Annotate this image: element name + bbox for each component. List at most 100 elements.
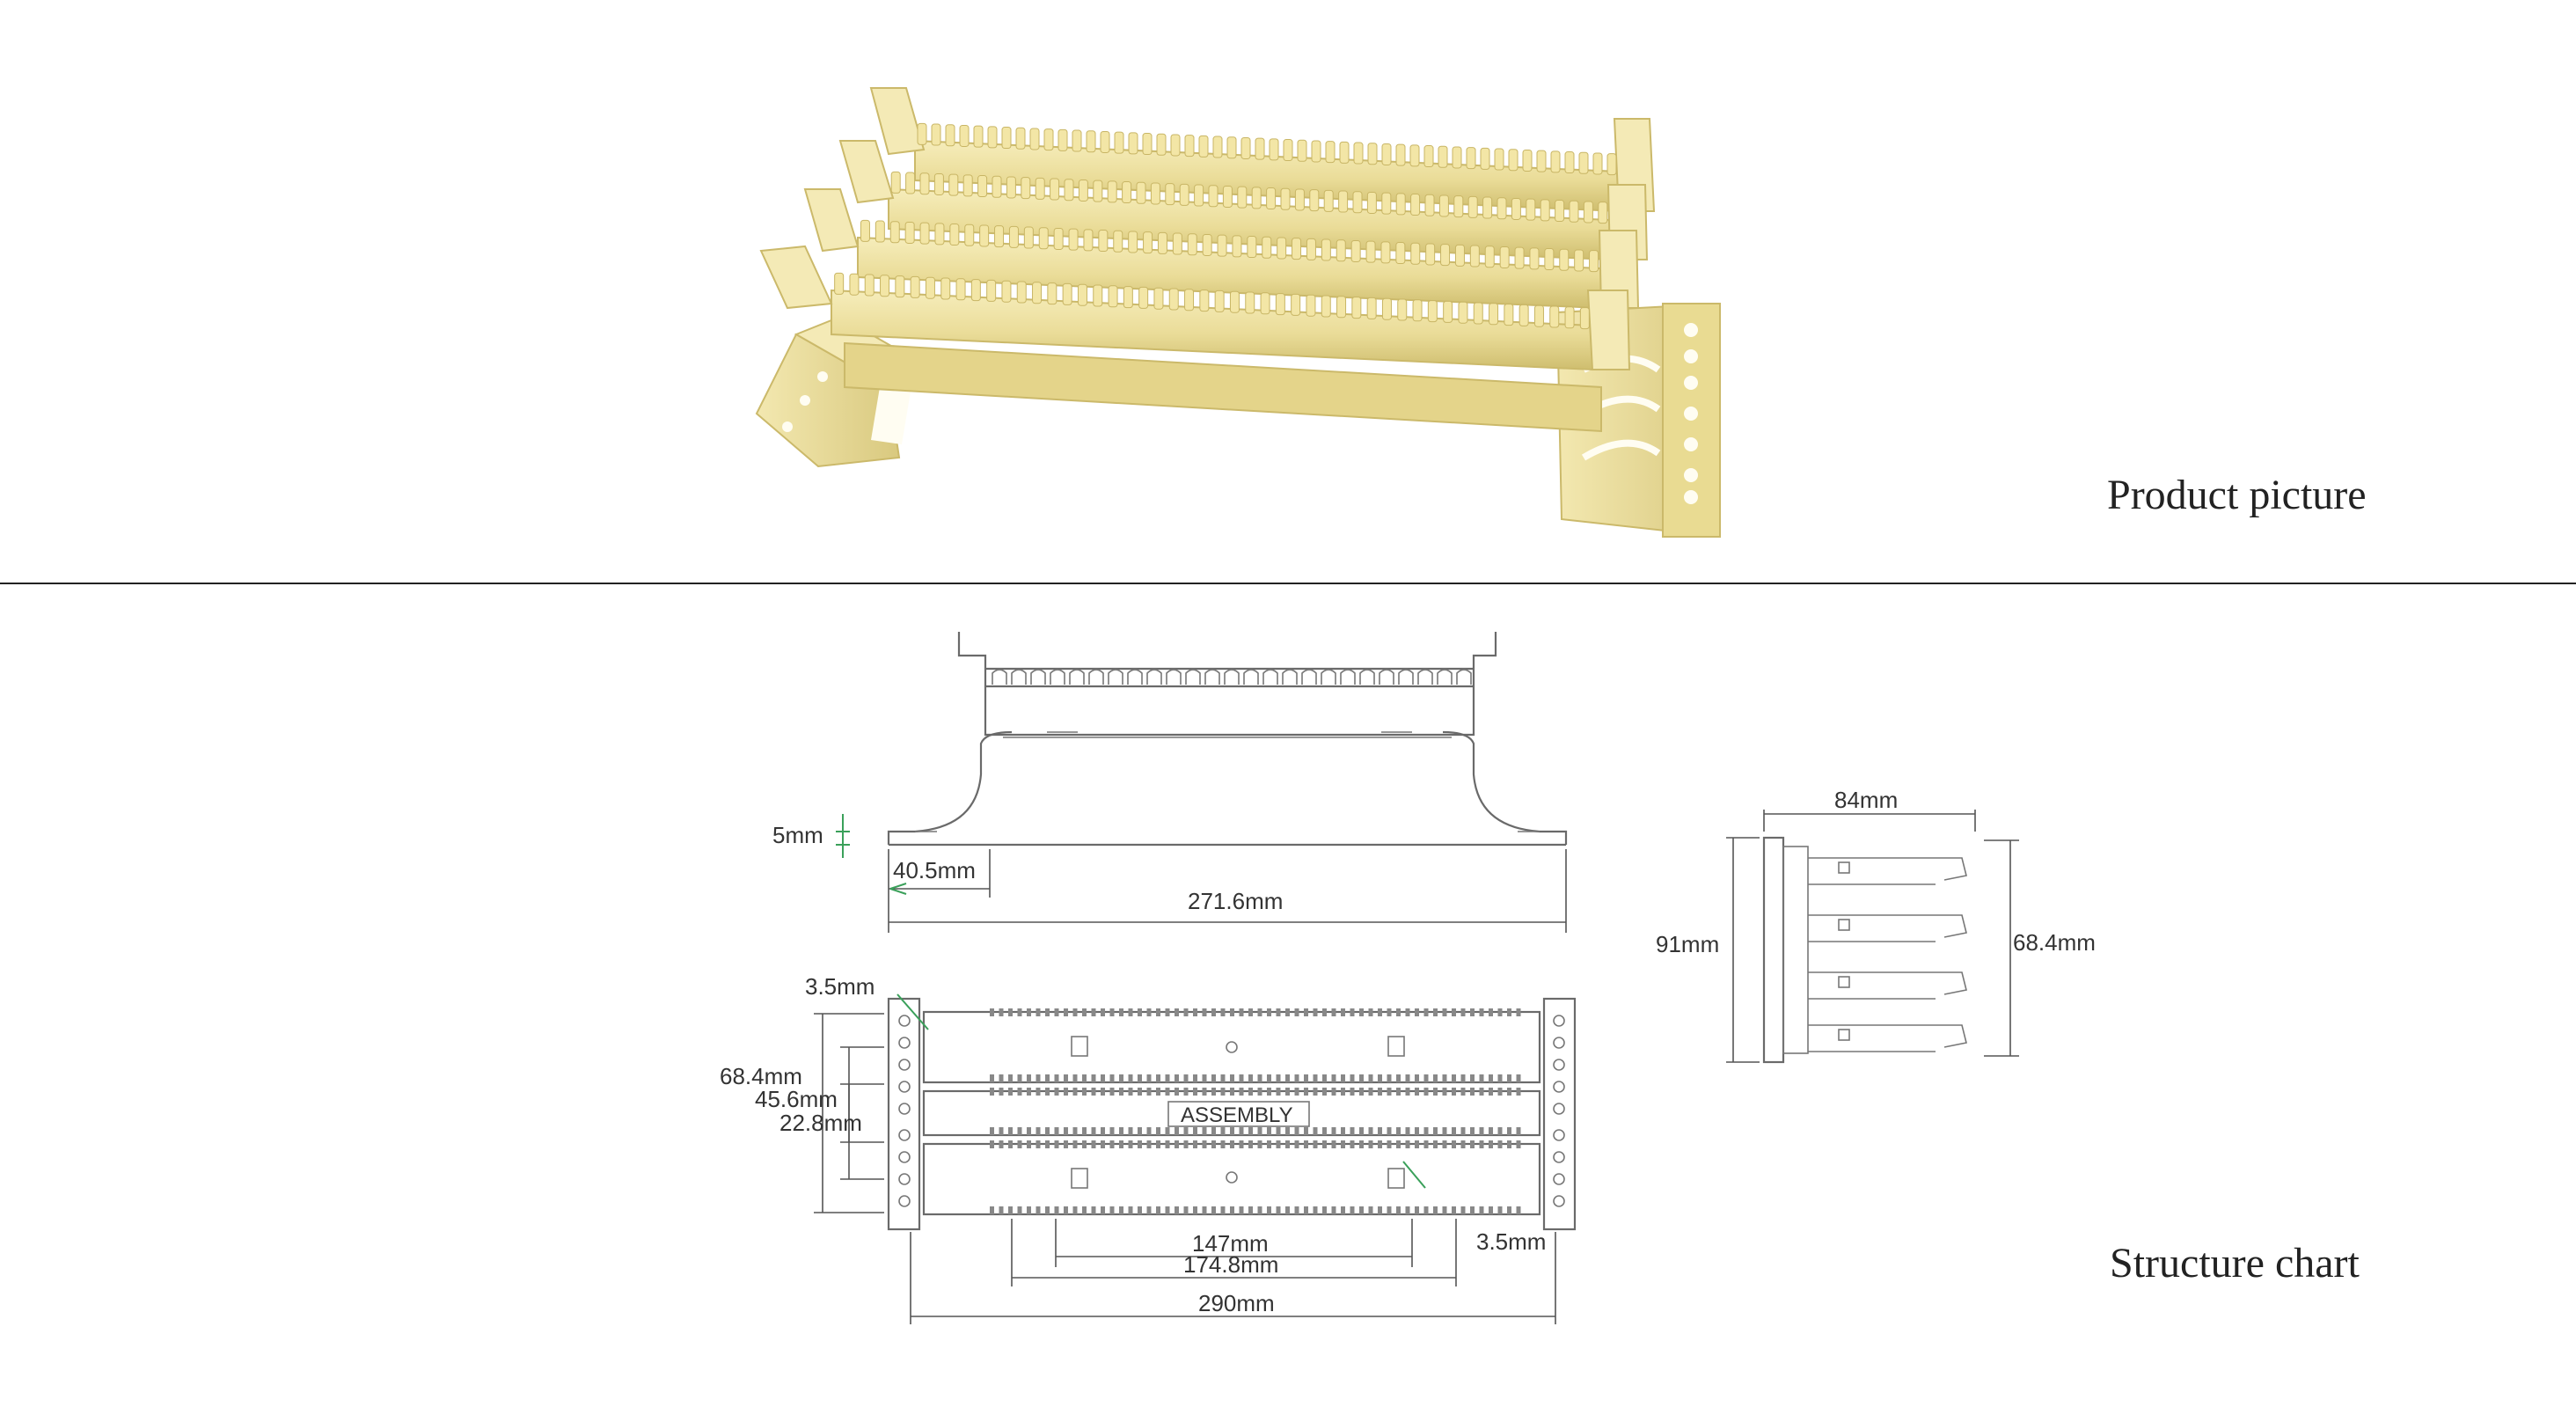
plan-tooth bbox=[1119, 1206, 1123, 1214]
plan-tooth bbox=[1119, 1074, 1123, 1082]
contact-tooth bbox=[1473, 302, 1483, 325]
plan-tooth bbox=[1322, 1008, 1327, 1016]
plan-tooth bbox=[990, 1127, 994, 1135]
mount-hole bbox=[898, 1151, 911, 1163]
contact-tooth bbox=[1179, 183, 1189, 206]
contact-tooth bbox=[1128, 231, 1138, 253]
contact-tooth bbox=[1425, 243, 1436, 266]
plan-tooth bbox=[1165, 1206, 1170, 1214]
contact-tooth bbox=[987, 126, 998, 149]
plan-tooth bbox=[1368, 1127, 1373, 1135]
dim-foot-width: 40.5mm bbox=[893, 857, 976, 883]
plan-tooth bbox=[1350, 1127, 1355, 1135]
plan-tooth bbox=[1175, 1140, 1179, 1148]
contact-tooth bbox=[1170, 134, 1181, 157]
contact-tooth bbox=[1395, 193, 1406, 216]
plan-tooth bbox=[1175, 1008, 1179, 1016]
contact-tooth bbox=[1226, 136, 1237, 159]
contact-tooth bbox=[1352, 191, 1363, 214]
contact-tooth bbox=[1306, 238, 1316, 260]
contact-tooth bbox=[919, 172, 930, 195]
plan-tooth bbox=[1183, 1088, 1189, 1096]
contact-tooth bbox=[1184, 289, 1195, 312]
product-picture-label: Product picture bbox=[2107, 472, 2367, 518]
plan-tooth bbox=[1378, 1088, 1382, 1096]
plan-tooth bbox=[1193, 1074, 1197, 1082]
plan-tooth bbox=[1036, 1140, 1041, 1148]
plan-tooth bbox=[1470, 1140, 1475, 1148]
plan-tooth bbox=[1257, 1140, 1262, 1148]
contact-tooth bbox=[934, 223, 945, 246]
contact-tooth bbox=[1494, 148, 1504, 171]
plan-tooth bbox=[1378, 1074, 1382, 1082]
contact-tooth bbox=[1029, 128, 1040, 150]
plan-tooth bbox=[1119, 1088, 1123, 1096]
plan-tooth bbox=[1341, 1088, 1345, 1096]
mount-hole bbox=[1553, 1173, 1565, 1185]
contact-tooth bbox=[1311, 140, 1321, 163]
plan-tooth bbox=[1257, 1127, 1262, 1135]
contact-tooth bbox=[889, 221, 900, 244]
contact-tooth bbox=[1427, 300, 1438, 323]
plan-tooth bbox=[1359, 1206, 1364, 1214]
structure-chart-label: Structure chart bbox=[2110, 1240, 2360, 1286]
contact-tooth bbox=[860, 219, 870, 242]
mount-hole bbox=[1553, 1081, 1565, 1093]
plan-tooth bbox=[1036, 1008, 1041, 1016]
contact-tooth bbox=[904, 221, 915, 244]
plan-tooth bbox=[1322, 1127, 1327, 1135]
plan-tooth bbox=[1220, 1206, 1226, 1214]
front-tooth bbox=[1282, 669, 1298, 685]
front-tooth bbox=[1030, 669, 1046, 685]
plan-tooth bbox=[1248, 1206, 1253, 1214]
plan-tooth bbox=[1460, 1140, 1466, 1148]
plan-tooth bbox=[1322, 1140, 1327, 1148]
plan-tooth bbox=[1415, 1140, 1419, 1148]
plan-tooth bbox=[1091, 1206, 1096, 1214]
front-tooth bbox=[1359, 669, 1375, 685]
contact-tooth bbox=[1366, 297, 1377, 319]
plan-tooth bbox=[1230, 1074, 1234, 1082]
plan-tooth bbox=[1304, 1008, 1308, 1016]
plan-tooth bbox=[1267, 1127, 1271, 1135]
contact-tooth bbox=[1338, 190, 1349, 213]
contact-tooth bbox=[1251, 187, 1262, 209]
plan-tooth bbox=[1082, 1206, 1087, 1214]
plan-tooth bbox=[1368, 1074, 1373, 1082]
contact-tooth bbox=[895, 275, 905, 298]
contact-tooth bbox=[1006, 176, 1016, 199]
plan-tooth bbox=[1054, 1008, 1059, 1016]
plan-tooth bbox=[1202, 1074, 1207, 1082]
contact-tooth bbox=[1222, 185, 1233, 208]
plan-tooth bbox=[1202, 1127, 1207, 1135]
plan-tooth bbox=[1082, 1008, 1087, 1016]
plan-tooth bbox=[1359, 1140, 1364, 1148]
plan-tooth bbox=[1239, 1088, 1244, 1096]
plan-tooth bbox=[1193, 1088, 1197, 1096]
section-divider bbox=[0, 583, 2576, 584]
contact-tooth bbox=[834, 272, 845, 295]
contact-tooth bbox=[1122, 181, 1132, 204]
plan-tooth bbox=[1017, 1088, 1022, 1096]
contact-tooth bbox=[1229, 290, 1240, 313]
plan-tooth bbox=[1156, 1127, 1160, 1135]
plan-tooth bbox=[1220, 1127, 1226, 1135]
plan-tooth bbox=[1267, 1088, 1271, 1096]
contact-tooth bbox=[1086, 130, 1096, 153]
contact-tooth bbox=[1255, 137, 1265, 160]
contact-tooth bbox=[1153, 287, 1164, 310]
contact-tooth bbox=[890, 171, 901, 194]
front-tooth bbox=[1166, 669, 1182, 685]
plan-tooth bbox=[1470, 1008, 1475, 1016]
contact-tooth bbox=[1353, 142, 1364, 165]
plan-tooth bbox=[1285, 1206, 1290, 1214]
plan-tooth bbox=[1146, 1088, 1152, 1096]
plan-tooth bbox=[1156, 1088, 1160, 1096]
plan-tooth bbox=[1294, 1074, 1299, 1082]
contact-tooth bbox=[933, 172, 944, 195]
contact-tooth bbox=[955, 278, 966, 301]
plan-tooth bbox=[1497, 1074, 1503, 1082]
side-slot bbox=[1838, 861, 1850, 874]
plan-tooth bbox=[1008, 1088, 1013, 1096]
plan-tooth bbox=[1304, 1140, 1308, 1148]
